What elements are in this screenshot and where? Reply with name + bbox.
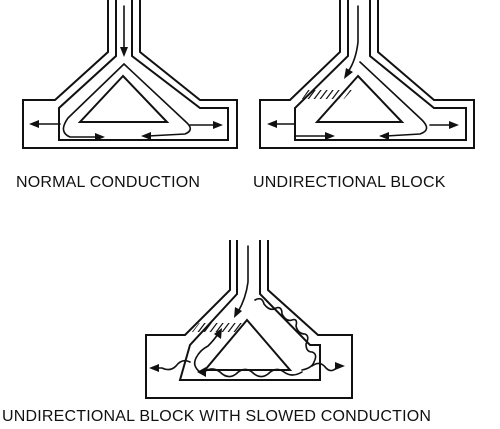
tissue-outline bbox=[22, 0, 238, 149]
conduction-arrows bbox=[267, 5, 459, 140]
caption-normal-conduction: NORMAL CONDUCTION bbox=[16, 174, 201, 191]
tissue-outline bbox=[145, 240, 353, 399]
block-zone-hatch bbox=[302, 90, 352, 99]
panel-normal-conduction bbox=[22, 0, 238, 149]
central-obstacle bbox=[77, 74, 170, 123]
conduction-arrows bbox=[29, 5, 223, 141]
panel-unidirectional-block bbox=[259, 0, 475, 149]
caption-block-slowed-conduction: UNDIRECTIONAL BLOCK WITH SLOWED CONDUCTI… bbox=[2, 408, 432, 425]
conduction-arrows bbox=[149, 245, 345, 378]
central-obstacle bbox=[202, 318, 293, 371]
central-obstacle bbox=[314, 74, 405, 123]
panel-block-slowed-conduction bbox=[145, 240, 353, 399]
caption-unidirectional-block: UNDIRECTIONAL BLOCK bbox=[253, 174, 446, 191]
tissue-outline bbox=[259, 0, 475, 149]
